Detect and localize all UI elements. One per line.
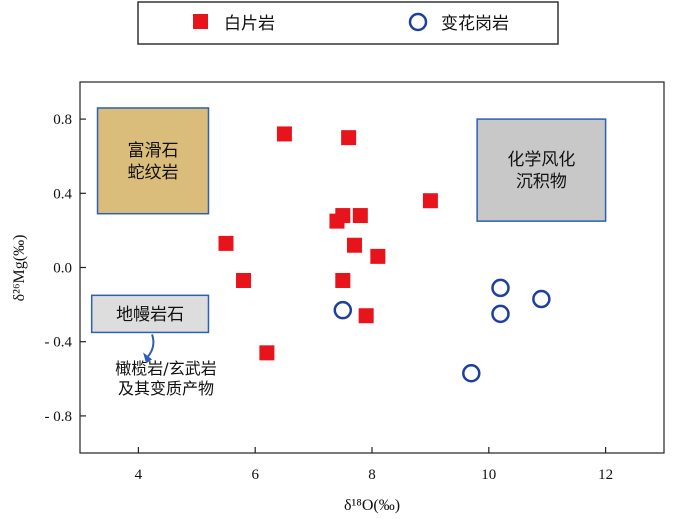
point-s0-5 <box>352 208 368 224</box>
y-tick-label-0: 0.8 <box>53 112 72 128</box>
region-label-1-0: 化学风化 <box>507 150 575 170</box>
points-layer <box>218 126 551 383</box>
region-box-0 <box>96 107 210 215</box>
y-axis-label: δ²⁶Mg(‰) <box>11 235 28 302</box>
point-s0-0 <box>276 126 292 142</box>
point-s0-6 <box>218 235 234 251</box>
x-tick-label-3: 10 <box>481 467 496 483</box>
point-s0-8 <box>370 248 386 264</box>
region-label-2-0: 地幔岩石 <box>116 305 184 325</box>
y-tick-label-3: - 0.4 <box>45 335 73 351</box>
point-s0-4 <box>335 208 351 224</box>
region-label-1-1: 沉积物 <box>516 172 567 192</box>
region-label-0-0: 富滑石 <box>128 141 179 161</box>
annotation-line-0: 橄榄岩/玄武岩 <box>115 359 216 378</box>
point-s0-1 <box>341 130 357 146</box>
point-s0-7 <box>346 237 362 253</box>
legend-marker-circle <box>408 12 428 32</box>
point-s0-2 <box>422 193 438 209</box>
x-tick-label-4: 12 <box>598 467 613 483</box>
point-s0-9 <box>236 272 252 288</box>
point-s0-11 <box>358 308 374 324</box>
legend-label-0: 白片岩 <box>224 14 275 34</box>
annotation-line-1: 及其变质产物 <box>118 379 214 398</box>
point-s0-10 <box>335 272 351 288</box>
point-s0-12 <box>259 345 275 361</box>
x-axis-label: δ¹⁸O(‰) <box>344 497 400 514</box>
point-s1-4 <box>462 363 481 383</box>
y-tick-label-1: 0.4 <box>53 186 72 202</box>
point-s1-2 <box>532 289 551 309</box>
annotation-arrow <box>147 334 155 358</box>
x-tick-label-2: 8 <box>368 467 376 483</box>
region-box-2 <box>90 294 210 334</box>
point-s1-0 <box>333 300 353 320</box>
x-tick-label-1: 6 <box>251 467 259 483</box>
ticks-layer: 4 6 8 10 12 0.8 0.4 0.0 - 0.4 - 0.8 <box>45 112 614 483</box>
legend-marker-square <box>193 14 208 29</box>
y-tick-label-2: 0.0 <box>53 261 72 277</box>
y-tick-label-4: - 0.8 <box>45 409 73 425</box>
region-box-1 <box>476 118 607 222</box>
point-s1-1 <box>491 278 510 298</box>
legend: 白片岩 变花岗岩 <box>137 1 559 45</box>
x-tick-label-0: 4 <box>135 467 143 483</box>
legend-label-1: 变花岗岩 <box>441 14 509 34</box>
annotation-arrowhead <box>143 352 153 364</box>
region-label-0-1: 蛇纹岩 <box>128 163 179 183</box>
point-s1-3 <box>491 304 510 324</box>
